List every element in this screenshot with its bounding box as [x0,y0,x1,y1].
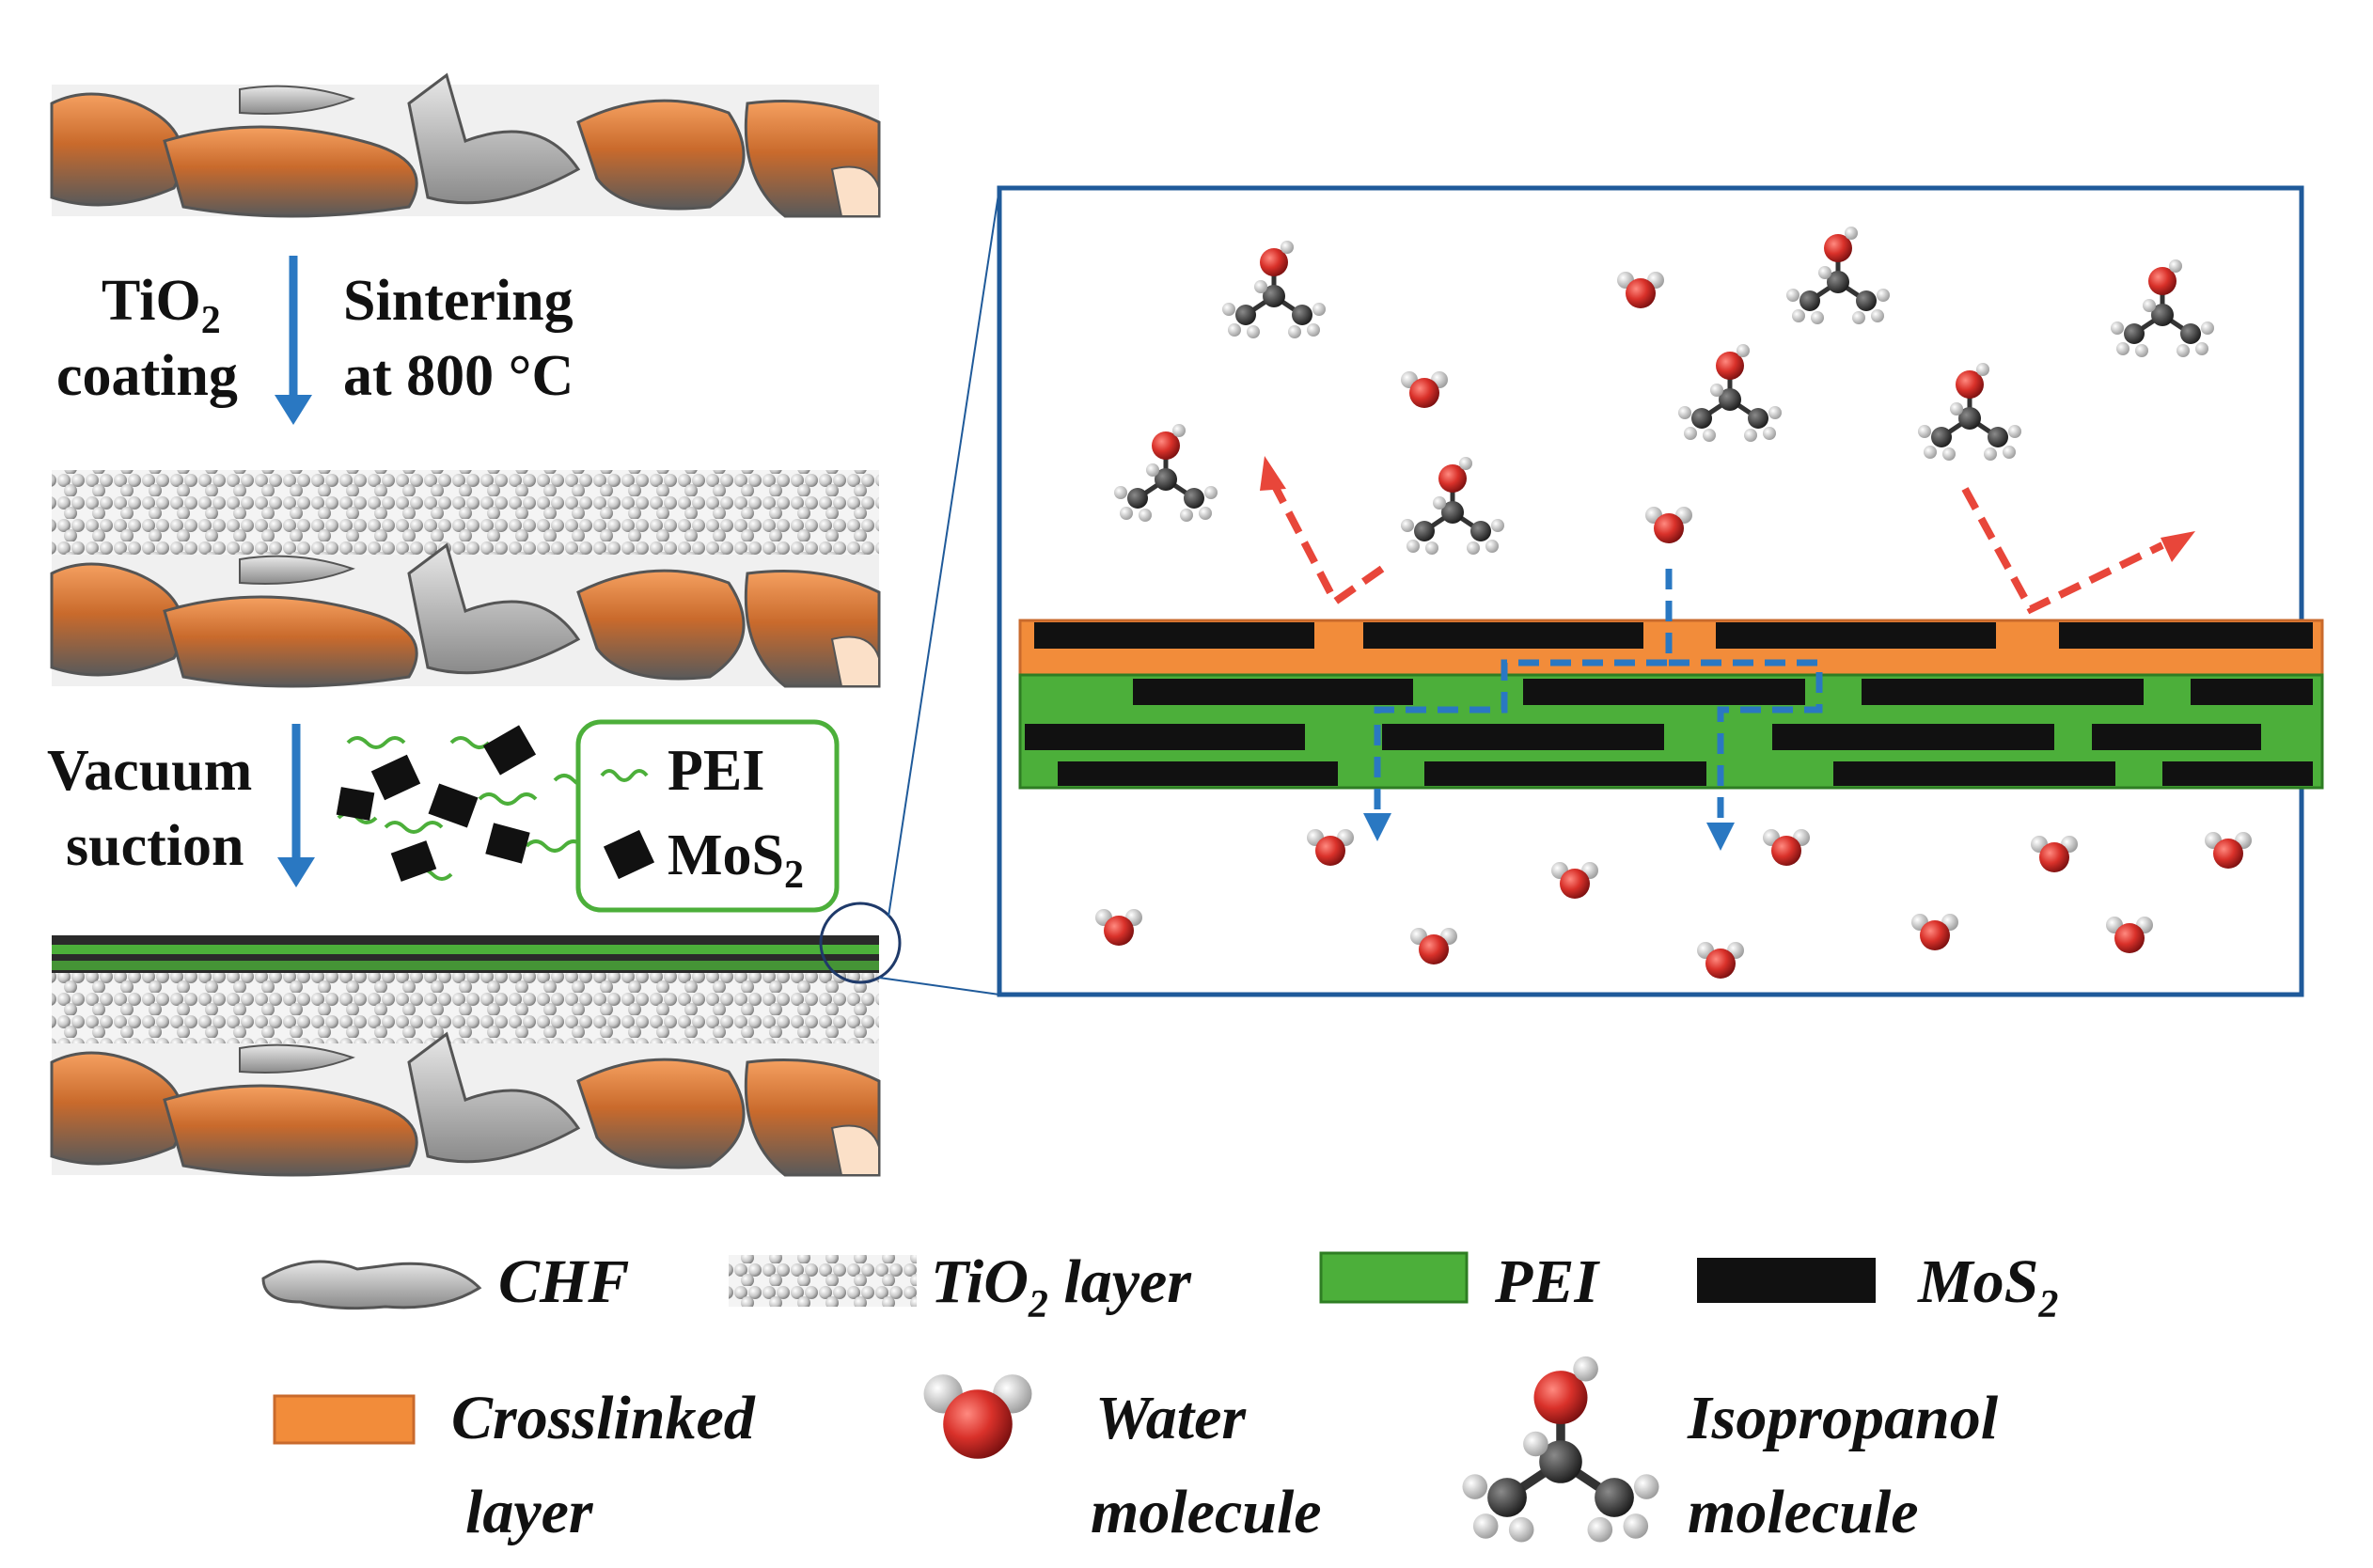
tio2-coated-panel [50,470,881,688]
mos2-nanosheets [1025,622,2313,786]
step1-left-line2: coating [56,344,238,408]
step1-right-line1: Sintering [343,269,574,333]
step2-left-line1: Vacuum [47,739,252,803]
step2-arrow [277,724,315,887]
rejection-arrowhead-right [2161,531,2195,562]
inset-legend-box: PEI MoS2 [575,719,840,913]
legend-crosslinked: Crosslinked layer [273,1384,756,1546]
legend-mos2-label: MoS2 [1917,1247,2058,1326]
step1-arrow [275,256,312,425]
chf-substrate-panel [50,73,881,218]
water-molecule-icon [923,1374,1032,1459]
legend-isopropanol-line1: Isopropanol [1687,1384,1999,1452]
legend-tio2-label: TiO2 layer [931,1247,1192,1326]
legend-mos2: MoS2 [1697,1247,2058,1326]
legend-pei: PEI [1319,1247,1600,1316]
legend-pei-label: PEI [1494,1247,1600,1316]
rejection-arrowhead-left [1260,456,1286,491]
legend-isopropanol-line2: molecule [1688,1478,1919,1546]
water-permeation-path [1374,569,1823,827]
isopropanol-rejection-arrows [1270,482,2164,615]
chf-swatch-icon [261,1260,482,1310]
water-path-arrow-right [1706,823,1735,851]
legend-water-line2: molecule [1091,1478,1322,1546]
mos2-swatch [603,829,655,880]
legend-chf: CHF [261,1247,629,1316]
legend-crosslinked-line1: Crosslinked [451,1384,756,1452]
pei-mos2-mixture [336,725,594,882]
water-path-arrow-left [1363,813,1391,841]
legend-isopropanol: Isopropanol molecule [1463,1356,1999,1546]
legend-chf-label: CHF [498,1247,629,1316]
legend-crosslinked-line2: layer [465,1478,594,1546]
tio2-swatch-icon [729,1255,917,1307]
step1-left-line1: TiO2 [102,269,221,342]
legend-tio2: TiO2 layer [729,1247,1192,1326]
inset-mos2-label: MoS2 [668,823,804,897]
final-membrane-panel [50,935,881,1177]
step2-left-line2: suction [66,814,244,878]
inset-pei-label: PEI [668,739,764,803]
legend-water: Water molecule [923,1374,1322,1546]
legend-water-line1: Water [1095,1384,1247,1452]
step1-right-line2: at 800 °C [343,344,574,408]
zoom-panel [997,185,2324,997]
legend: CHF TiO2 layer PEI MoS2 Crosslinked laye… [261,1247,2058,1546]
pei-swatch [600,769,649,782]
pei-swatch-icon [1319,1251,1469,1304]
zoom-indicator [819,187,1000,996]
mos2-swatch-icon [1697,1258,1876,1303]
isopropanol-molecule-icon [1463,1356,1659,1543]
crosslinked-swatch-icon [273,1394,416,1445]
